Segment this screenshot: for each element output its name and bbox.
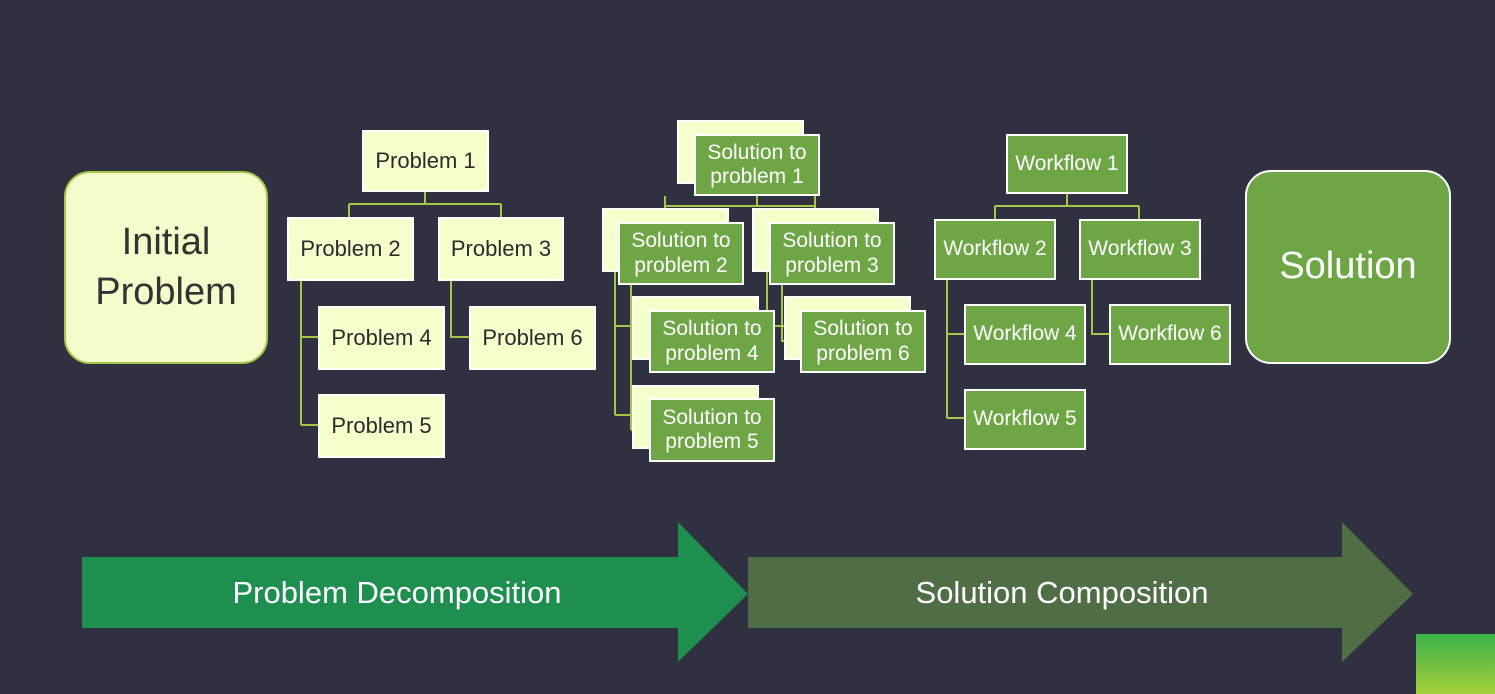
problem-5-box: Problem 5: [318, 394, 445, 458]
problem-2-label: Problem 2: [300, 236, 401, 262]
final-solution-box: Solution: [1245, 170, 1451, 364]
solution-1-line2: problem 1: [710, 165, 804, 188]
problem-2-box: Problem 2: [287, 217, 414, 281]
problem-6-label: Problem 6: [482, 325, 583, 351]
workflow-1-label: Workflow 1: [1015, 151, 1119, 175]
workflow-5-box: Workflow 5: [964, 389, 1086, 450]
connector-p3-children: [450, 281, 470, 338]
solution-6-line1: Solution to: [813, 317, 913, 341]
solution-2-line2: problem 2: [634, 253, 728, 277]
decomposition-arrow: [82, 522, 748, 662]
workflow-2-box: Workflow 2: [934, 219, 1056, 280]
corner-accent: [1416, 634, 1495, 694]
workflow-4-box: Workflow 4: [964, 304, 1086, 365]
workflow-3-box: Workflow 3: [1079, 219, 1201, 280]
problem-4-box: Problem 4: [318, 306, 445, 370]
problem-3-box: Problem 3: [438, 217, 564, 281]
solution-6-line2: problem 6: [816, 341, 910, 365]
solution-2-box: Solution to problem 2: [618, 222, 744, 285]
connector-w2-children: [946, 280, 965, 419]
workflow-6-box: Workflow 6: [1109, 304, 1231, 365]
decomposition-arrow-label: Problem Decomposition: [232, 574, 562, 610]
workflow-5-label: Workflow 5: [973, 407, 1077, 431]
problem-6-box: Problem 6: [469, 306, 596, 370]
problem-1-box: Problem 1: [362, 130, 489, 192]
solution-4-line1: Solution to: [662, 317, 762, 341]
connector-s1-children: [664, 196, 816, 217]
problem-5-label: Problem 5: [331, 413, 432, 439]
solution-5-box: Solution to problem 5: [649, 398, 775, 462]
connector-w3-children: [1091, 280, 1110, 335]
connector-p2-children: [300, 281, 319, 426]
problem-3-label: Problem 3: [450, 236, 552, 262]
solution-4-box: Solution to problem 4: [649, 310, 775, 373]
solution-1-box: Solution to problem 1: [694, 134, 820, 196]
composition-arrow-label: Solution Composition: [915, 574, 1209, 610]
workflow-6-label: Workflow 6: [1118, 322, 1222, 346]
connector-w1-children: [994, 194, 1140, 219]
solution-6-box: Solution to problem 6: [800, 310, 926, 373]
workflow-2-label: Workflow 2: [943, 237, 1047, 261]
connector-p1-children: [348, 192, 502, 217]
initial-problem-box: Initial Problem: [64, 171, 268, 364]
final-solution-label: Solution: [1279, 245, 1417, 288]
solution-2-line1: Solution to: [631, 229, 731, 253]
composition-arrow: [748, 522, 1413, 662]
solution-1-line1: Solution to: [707, 140, 807, 164]
workflow-1-box: Workflow 1: [1006, 134, 1128, 194]
workflow-3-label: Workflow 3: [1088, 237, 1192, 261]
solution-3-line1: Solution to: [782, 229, 882, 253]
solution-5-line1: Solution to: [662, 405, 762, 429]
initial-problem-label-line1: Initial: [121, 221, 211, 264]
solution-3-line2: problem 3: [785, 253, 879, 277]
solution-4-line2: problem 4: [665, 341, 759, 365]
problem-1-label: Problem 1: [375, 148, 476, 174]
initial-problem-label-line2: Problem: [95, 270, 237, 313]
solution-5-line2: problem 5: [665, 430, 759, 453]
workflow-4-label: Workflow 4: [973, 322, 1077, 346]
solution-3-box: Solution to problem 3: [769, 222, 895, 285]
problem-4-label: Problem 4: [331, 325, 432, 351]
